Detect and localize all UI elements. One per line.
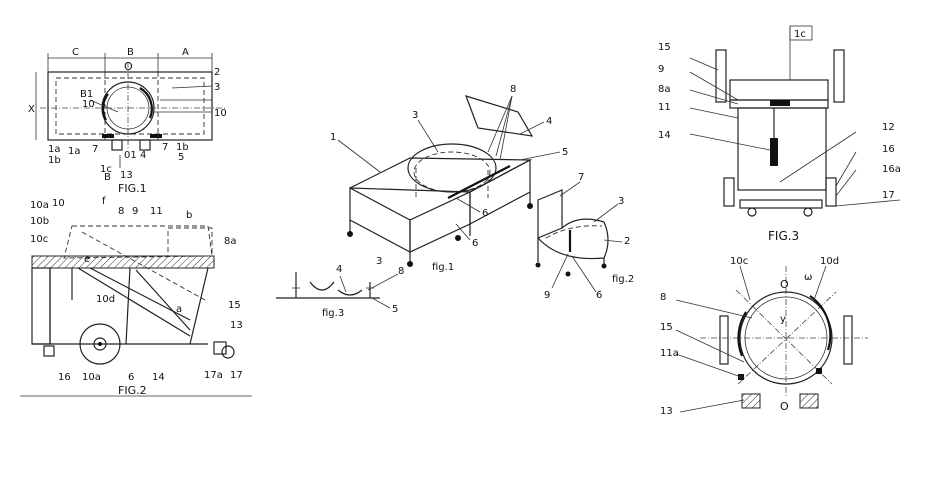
fig1c-caption: fig.1 — [432, 262, 454, 273]
fig1-label-13: 13 — [120, 170, 133, 181]
fig3c-caption: fig.3 — [322, 308, 344, 319]
fig2-label-6: 6 — [128, 372, 134, 383]
fig1-label-2: 2 — [214, 67, 220, 78]
fig2-caption: FIG.2 — [118, 384, 147, 397]
fig1-label-7a: 7 — [92, 144, 98, 155]
fig4-label-15: 15 — [660, 322, 673, 333]
fig2-label-16: 16 — [58, 372, 71, 383]
fig2-label-13: 13 — [230, 320, 243, 331]
fig3r-label-14: 14 — [658, 130, 671, 141]
fig3c-label-8: 8 — [398, 266, 404, 277]
fig2-label-10a-bottom: 10a — [82, 372, 101, 383]
fig4-top-view: 10c 10d O ω 8 y 15 11a 13 O — [660, 256, 868, 417]
fig1-label-7b: 7 — [162, 142, 168, 153]
fig2-label-10b: 10b — [30, 216, 49, 227]
fig1-label-1a: 1a — [68, 146, 81, 157]
fig3c-label-5: 5 — [392, 304, 398, 315]
fig2c-label-2: 2 — [624, 236, 630, 247]
fig3r-caption: FIG.3 — [768, 229, 799, 243]
fig3c-label-4: 4 — [336, 264, 342, 275]
fig3r-label-1c: 1c — [794, 29, 806, 40]
fig4-label-y: y — [780, 314, 786, 325]
fig1c-label-1: 1 — [330, 132, 336, 143]
fig1-label-1c: 1c — [100, 164, 112, 175]
fig4-label-omega: ω — [804, 272, 812, 283]
fig1-label-B1: B1 — [80, 89, 93, 100]
fig1c-label-8: 8 — [510, 84, 516, 95]
fig4-label-11a: 11a — [660, 348, 679, 359]
fig2c-label-3: 3 — [618, 196, 624, 207]
fig3r-label-15: 15 — [658, 42, 671, 53]
fig2-isometric-view: 7 3 2 9 6 fig.2 — [535, 172, 634, 301]
fig1-label-1b-left: 1b — [48, 155, 61, 166]
fig1-label-A: A — [182, 47, 189, 58]
fig4-label-10c: 10c — [730, 256, 748, 267]
fig4-label-O-bottom: O — [780, 400, 789, 413]
fig1-label-C: C — [72, 47, 79, 58]
fig2-label-15: 15 — [228, 300, 241, 311]
fig1-caption: FIG.1 — [118, 182, 147, 195]
fig2-label-17a: 17a — [204, 370, 223, 381]
fig3r-label-16: 16 — [882, 144, 895, 155]
fig2c-label-7: 7 — [578, 172, 584, 183]
fig2-label-8: 8 — [118, 206, 124, 217]
fig2c-label-9: 9 — [544, 290, 550, 301]
fig3r-label-12: 12 — [882, 122, 895, 133]
fig1-top-view: C B A O X 2 3 10 B1 10 7 4 01 13 7 1b 1c… — [28, 47, 227, 195]
fig1-label-1b: 1b — [176, 142, 189, 153]
fig1-label-B: B — [127, 47, 134, 58]
fig2-label-10d: 10d — [96, 294, 115, 305]
fig1c-label-6b: 6 — [472, 238, 478, 249]
fig2-label-10a: 10a — [30, 200, 49, 211]
fig3r-label-8a: 8a — [658, 84, 671, 95]
fig1c-label-6a: 6 — [482, 208, 488, 219]
fig1-label-01: 01 — [124, 150, 137, 161]
fig3r-label-11: 11 — [658, 102, 671, 113]
fig2-label-17: 17 — [230, 370, 243, 381]
fig1c-label-3: 3 — [412, 110, 418, 121]
fig3r-label-9: 9 — [658, 64, 664, 75]
fig2-label-b: b — [186, 210, 192, 221]
fig3c-label-3: 3 — [376, 256, 382, 267]
fig1-label-B-small: B — [104, 172, 111, 183]
fig2c-caption: fig.2 — [612, 274, 634, 285]
fig1-label-10b: 10 — [82, 99, 95, 110]
fig1-label-X: X — [28, 104, 35, 115]
fig2-label-11: 11 — [150, 206, 163, 217]
fig4-label-8: 8 — [660, 292, 666, 303]
fig1-label-5: 5 — [178, 152, 184, 163]
fig1c-label-5: 5 — [562, 147, 568, 158]
fig2-label-e: e — [84, 254, 90, 265]
fig1-isometric-view: 1 3 8 4 5 6 6 fig.1 — [330, 84, 568, 273]
fig4-label-O-top: O — [780, 278, 789, 291]
fig2-side-view: 10a 10 10b 10c f 8 9 11 b 8a e 10d a 15 … — [20, 196, 252, 397]
fig1-label-4: 4 — [140, 150, 146, 161]
fig3-isometric-view: 4 3 8 5 fig.3 — [276, 256, 404, 319]
fig2-label-10c: 10c — [30, 234, 48, 245]
fig4-label-13: 13 — [660, 406, 673, 417]
fig4-label-10d: 10d — [820, 256, 839, 267]
fig1-label-O: O — [124, 60, 133, 73]
fig2-label-10: 10 — [52, 198, 65, 209]
fig2-label-9: 9 — [132, 206, 138, 217]
fig2-label-14: 14 — [152, 372, 165, 383]
fig3r-label-17: 17 — [882, 190, 895, 201]
fig1-label-10: 10 — [214, 108, 227, 119]
fig2-label-a: a — [176, 304, 182, 315]
fig2c-label-6: 6 — [596, 290, 602, 301]
fig1-label-3: 3 — [214, 82, 220, 93]
fig1c-label-4: 4 — [546, 116, 552, 127]
fig3-front-view: 15 1c 9 8a 11 12 14 16 16a 17 FIG.3 — [658, 25, 901, 243]
fig3r-label-16a: 16a — [882, 164, 901, 175]
fig2-label-8a: 8a — [224, 236, 237, 247]
fig1-label-1a-left: 1a — [48, 144, 61, 155]
fig2-label-f: f — [102, 196, 106, 207]
